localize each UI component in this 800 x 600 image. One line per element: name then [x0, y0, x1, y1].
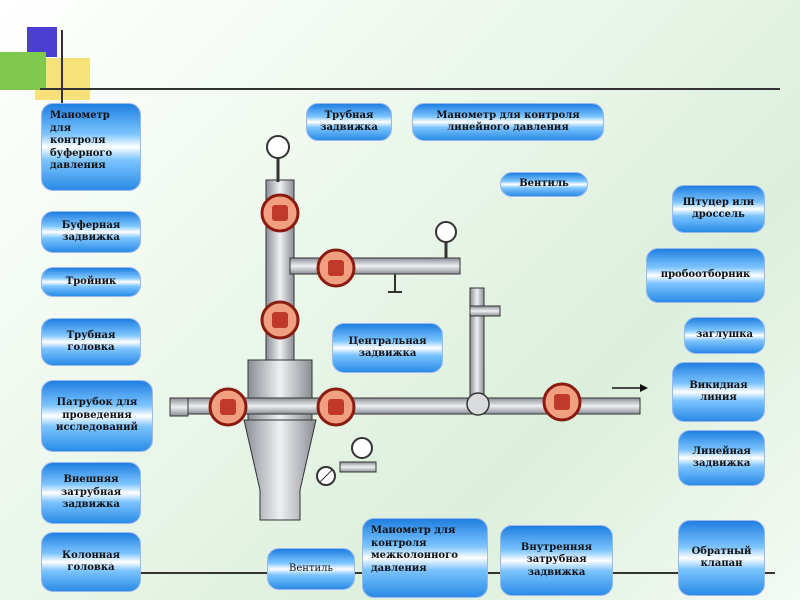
- line-gauge-icon: [435, 221, 457, 258]
- sampler-icon: [388, 274, 402, 293]
- valve-handwheels: [220, 205, 570, 415]
- callout-tubing-valve: Трубная задвижка: [306, 103, 392, 141]
- callout-flow-line: Викидная линия: [672, 362, 765, 422]
- callout-outer-annulus-valve: Внешняя затрубная задвижка: [41, 462, 141, 524]
- callout-tubing-head: Трубная головка: [41, 318, 141, 366]
- deco-hline: [40, 88, 780, 90]
- callout-vent-top: Вентиль: [500, 172, 588, 197]
- callout-choke: Штуцер или дроссель: [672, 185, 765, 233]
- callout-vent-bottom: Вентиль: [267, 548, 355, 590]
- riser-top-pipe: [469, 305, 501, 317]
- callout-check-valve: Обратный клапан: [678, 520, 765, 596]
- flow-arrow-icon: [612, 384, 648, 392]
- callout-intercasing-gauge: Манометр для контроля межколонного давле…: [362, 518, 488, 598]
- callout-test-nozzle: Патрубок для проведения исследований: [41, 380, 153, 452]
- callout-casing-head: Колонная головка: [41, 532, 141, 592]
- callout-buffer-valve: Буферная задвижка: [41, 211, 141, 253]
- check-valve-icon: [466, 392, 490, 416]
- callout-line-valve: Линейная задвижка: [678, 430, 765, 486]
- callout-tee: Тройник: [41, 267, 141, 297]
- callout-buffer-gauge: Манометр для контроля буферного давления: [41, 103, 141, 191]
- callout-central-valve: Центральная задвижка: [332, 323, 443, 373]
- deco-vline: [61, 30, 63, 115]
- callout-inner-annulus-valve: Внутренняя затрубная задвижка: [500, 525, 613, 596]
- vent-valve-icon: [316, 466, 336, 486]
- callout-line-gauge: Манометр для контроля линейного давления: [412, 103, 604, 141]
- intercasing-gauge-icon: [339, 437, 377, 473]
- upper-branch-pipe: [289, 257, 461, 275]
- deco-green-square: [0, 52, 46, 90]
- callout-plug: заглушка: [684, 317, 765, 354]
- buffer-gauge-icon: [266, 135, 290, 182]
- callout-sampler: пробоотборник: [646, 248, 765, 303]
- casing-cone: [243, 419, 317, 521]
- test-nozzle-icon: [169, 397, 189, 417]
